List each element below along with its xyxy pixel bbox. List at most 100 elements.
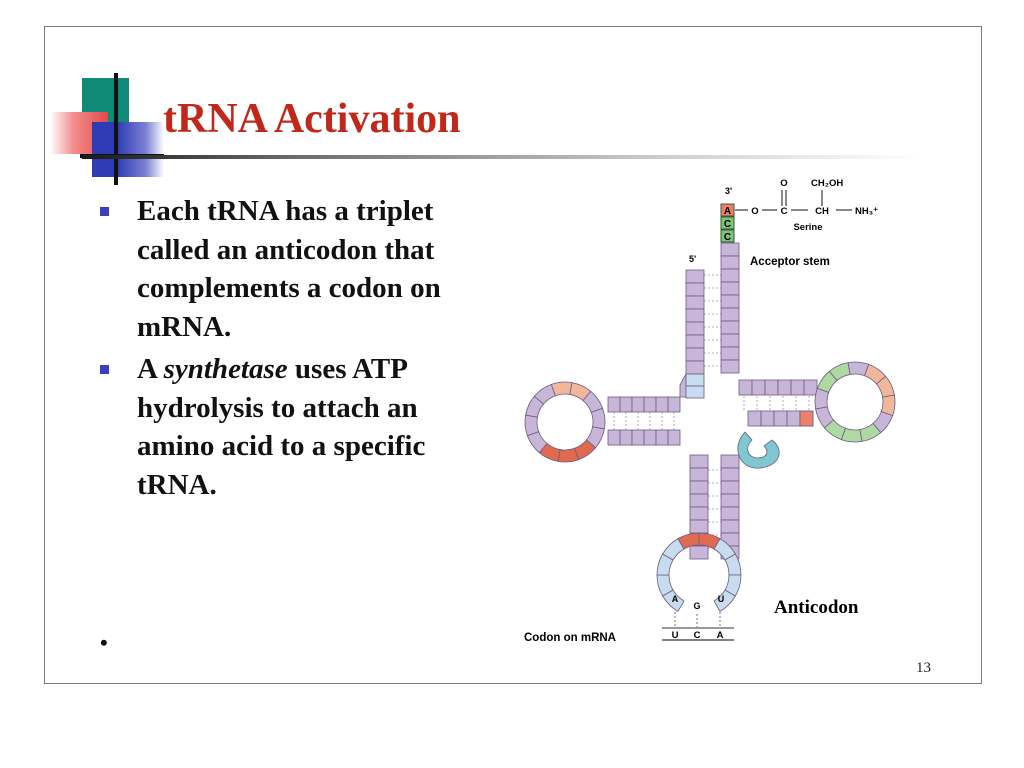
variable-loop [737,431,780,469]
acceptor-stem-nucleotide [720,294,740,309]
acceptor-base-box [720,203,735,217]
five-prime-label: 5' [689,254,696,264]
anticodon-stem-nucleotide [720,493,740,508]
acceptor-stem-nucleotide [685,347,705,362]
serine-label: Serine [793,222,822,233]
anticodon-stem-nucleotide [720,467,740,482]
t-arm-nucleotide [777,379,792,396]
acceptor-stem-nucleotide [685,269,705,284]
acceptor-stem-nucleotide [685,282,705,297]
carbonyl-o: O [780,178,787,189]
acceptor-stem-nucleotide [685,295,705,310]
loop-nucleotide [557,447,580,463]
mrna-codon: Codon on mRNA U C A [524,612,734,644]
acceptor-stem-nucleotide [685,308,705,323]
amino-group: NH₃⁺ [855,206,878,217]
acceptor-stem-nucleotide [720,268,740,283]
acceptor-stem-nucleotide [720,320,740,335]
anticodon-stem-nucleotide [689,480,709,495]
junction-nucleotide [679,373,687,398]
anticodon-label: Anticodon [774,597,859,618]
anticodon-base: G [693,601,700,611]
loop-nucleotide [713,589,736,612]
acceptor-base: C [724,219,731,230]
anticodon-stem-nucleotide [720,454,740,469]
title-deco-blue-bar [92,122,164,177]
loop-nucleotide [550,381,573,397]
slide-frame [44,26,982,684]
anticodon-stem-nucleotide [689,519,709,534]
anticodon-stem-nucleotide [689,454,709,469]
slide-title: tRNA Activation [163,96,461,142]
t-arm-nucleotide [803,379,818,396]
ch2oh-group: CH₂OH [811,178,843,189]
d-arm-nucleotide [607,396,621,413]
acceptor-stem-nucleotide [720,333,740,348]
codon-label: Codon on mRNA [524,632,616,644]
codon-base: A [717,630,724,641]
anticodon-base: A [672,594,679,604]
bullet-text: Each tRNA has a triplet called an antico… [137,195,441,343]
d-arm-nucleotide [619,429,633,446]
d-arm-nucleotide [631,429,645,446]
bullet-item: A synthetase uses ATP hydrolysis to atta… [100,350,500,504]
t-arm-nucleotide [738,379,753,396]
t-arm-nucleotide [764,379,779,396]
bullet-text-after: uses ATP hydrolysis to attach an amino a… [137,353,426,501]
loop-nucleotide [590,407,606,430]
anticodon-bases: A G U [672,594,725,611]
acceptor-stem-nucleotide [685,360,705,375]
d-arm-nucleotide [643,429,657,446]
anticodon-stem-nucleotide [689,493,709,508]
acceptor-stem-nucleotide [685,321,705,336]
acceptor-stem-nucleotide [685,334,705,349]
acceptor-stem-nucleotide [720,346,740,361]
junction-nucleotide [685,373,705,387]
acceptor-stem-nucleotide [720,242,740,257]
serine-structure: O CH₂OH O C CH NH₃⁺ Serine [735,178,878,233]
d-arm-nucleotide [607,429,621,446]
acceptor-stem-nucleotide [720,281,740,296]
acceptor-end: 3' A C C 5' Acceptor stem [689,186,830,268]
bullet-text: A [137,353,164,385]
bullet-item: Each tRNA has a triplet called an antico… [100,192,500,346]
acceptor-stem-nucleotide [720,359,740,374]
three-prime-label: 3' [725,186,732,196]
acceptor-base-box [720,229,735,243]
t-arm-nucleotide [790,379,805,396]
codon-base: U [672,630,679,641]
bullet-italic-text: synthetase [163,353,288,385]
d-arm-nucleotide [655,429,669,446]
d-arm-nucleotide [643,396,657,413]
carbonyl-c: C [781,206,788,217]
loop-nucleotide [816,370,838,393]
anticodon-base: U [718,594,725,604]
empty-bullet-marker: • [100,630,108,655]
d-arm-nucleotide [631,396,645,413]
acceptor-stem-nucleotide [720,255,740,270]
anticodon-stem-nucleotide [689,467,709,482]
page-number: 13 [916,660,931,676]
trna-structure [524,242,896,612]
t-arm-nucleotide [799,410,814,427]
acceptor-stem-nucleotide [720,307,740,322]
t-arm-nucleotide [751,379,766,396]
codon-base: C [694,630,701,641]
anticodon-stem-nucleotide [720,480,740,495]
bullet-list: Each tRNA has a triplet called an antico… [100,192,500,508]
bullet-square-icon [100,365,109,374]
anticodon-stem-nucleotide [689,545,709,560]
t-arm-nucleotide [786,410,801,427]
loop-nucleotide [524,414,540,437]
anticodon-stem-nucleotide [720,506,740,521]
acceptor-stem-label: Acceptor stem [750,256,830,268]
alpha-carbon: CH [815,206,829,217]
bullet-square-icon [100,207,109,216]
t-arm-nucleotide [773,410,788,427]
acceptor-base: C [724,232,731,243]
acceptor-base-box [720,216,735,230]
d-arm-nucleotide [655,396,669,413]
title-underline [82,155,922,159]
d-arm-nucleotide [667,396,681,413]
